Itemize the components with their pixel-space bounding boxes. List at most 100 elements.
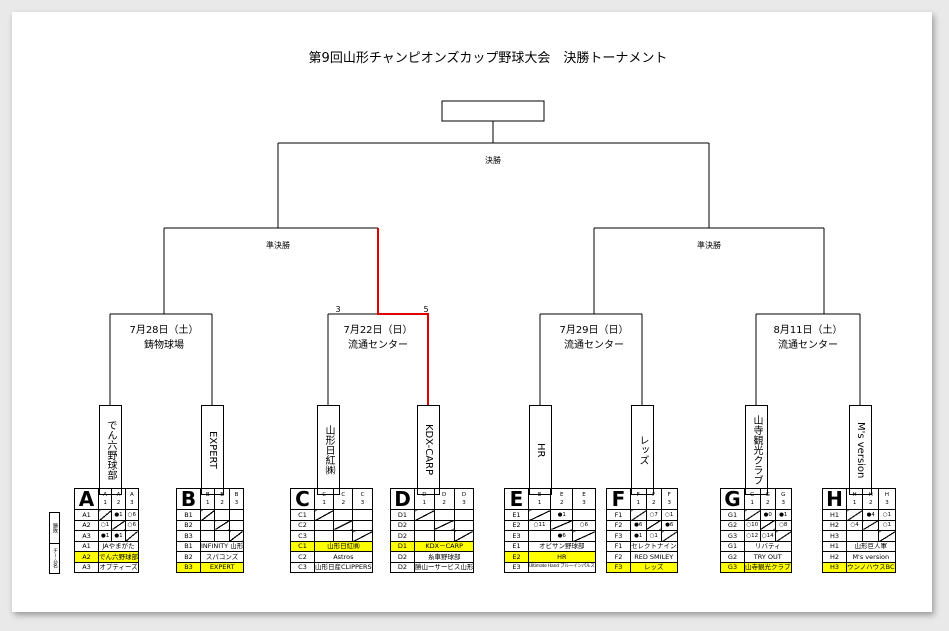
match-result: ○14 (759, 530, 776, 542)
match-result: ○8 (775, 519, 792, 531)
team-name: EXPERT (199, 561, 245, 573)
self-match-cell (550, 519, 574, 531)
team-name: オプティーズ (98, 561, 139, 573)
team-name: JAやまがた (98, 540, 139, 552)
self-match-cell (352, 530, 373, 542)
team-code: B2 (176, 551, 201, 563)
team-code: C3 (290, 530, 315, 542)
group-column-header: E 1 (527, 488, 552, 510)
result-row: A1●1○6 (74, 509, 140, 521)
score-right: 5 (423, 305, 428, 314)
match-result: ●6 (661, 519, 678, 531)
team-code: G1 (720, 540, 745, 552)
match-result: ○1 (645, 530, 662, 542)
result-row: C2 (290, 519, 373, 531)
team-code: C1 (290, 540, 315, 552)
team-name: 山形巨人軍 (846, 540, 896, 552)
group-column-header: F 1 (630, 488, 647, 510)
group-column-header: D 1 (414, 488, 435, 510)
match-result (845, 530, 864, 542)
group-column-header: G 3 (775, 488, 792, 510)
result-row: B2 (176, 519, 245, 531)
group-letter: C (290, 488, 315, 510)
team-code: F1 (606, 540, 631, 552)
result-row: H3 (822, 530, 896, 542)
score-left: 3 (335, 305, 340, 314)
team-name: オビサン野球部 (528, 540, 596, 552)
team-code: A3 (74, 530, 99, 542)
team-code: H1 (822, 509, 847, 521)
team-name: レッズ (630, 561, 678, 573)
match-result (228, 519, 245, 531)
bracket-team-a: でん六野球部 (99, 405, 122, 495)
team-name: 勝山ーサービス山形 (413, 561, 475, 573)
match-result: ○12 (744, 530, 761, 542)
self-match-cell (199, 509, 216, 521)
self-match-cell (333, 519, 354, 531)
team-code: A1 (74, 509, 99, 521)
match-venue-4: 流通センター (778, 338, 838, 351)
match-result (214, 509, 230, 521)
match-date-1: 7月28日（土） (129, 323, 198, 336)
self-match-cell (845, 509, 864, 521)
team-code: D2 (390, 561, 415, 573)
team-code: H1 (822, 540, 847, 552)
team-code: F2 (606, 551, 631, 563)
self-match-cell (630, 509, 647, 521)
team-name: 山形日産CLIPPERS (314, 561, 373, 573)
match-result (199, 530, 216, 542)
group-letter: H (822, 488, 847, 510)
match-result: ●4 (862, 509, 880, 521)
match-result: ○1 (878, 509, 896, 521)
self-match-cell (572, 530, 596, 542)
self-match-cell (124, 530, 140, 542)
result-row: G2○10○8 (720, 519, 792, 531)
team-code: D2 (390, 519, 415, 531)
result-row: H1 ●4○1 (822, 509, 896, 521)
result-row: E3●6 (504, 530, 596, 542)
match-result (453, 509, 475, 521)
result-row: F1○7○1 (606, 509, 678, 521)
match-venue-1: 鋳物球場 (144, 338, 184, 351)
team-name: 山寺観光クラブ (744, 561, 792, 573)
team-code: E2 (504, 551, 529, 563)
match-result: ●0 (759, 509, 776, 521)
team-code: F3 (606, 530, 631, 542)
team-code: E3 (504, 561, 529, 573)
team-name: Ultimate Hand ブルーインパルス (528, 561, 596, 573)
group-letter: B (176, 488, 201, 510)
group-column-header: D 3 (453, 488, 475, 510)
self-match-cell (759, 519, 776, 531)
group-letter: F (606, 488, 631, 510)
match-result (333, 509, 354, 521)
team-code: A3 (74, 561, 99, 573)
self-match-cell (313, 509, 335, 521)
match-result (572, 509, 596, 521)
team-name: HR (528, 551, 596, 563)
team-code: C2 (290, 519, 315, 531)
page-title: 第9回山形チャンピオンズカップ野球大会 決勝トーナメント (309, 50, 668, 66)
team-code: H3 (822, 561, 847, 573)
team-code: G2 (720, 551, 745, 563)
team-code: C3 (290, 561, 315, 573)
team-code: H2 (822, 551, 847, 563)
result-row: D1 (390, 509, 475, 521)
team-code: H2 (822, 519, 847, 531)
team-code: D1 (390, 540, 415, 552)
team-name: Astros (314, 551, 373, 563)
result-row: D2 (390, 530, 475, 542)
tournament-sheet: 第9回山形チャンピオンズカップ野球大会 決勝トーナメント (12, 12, 932, 612)
